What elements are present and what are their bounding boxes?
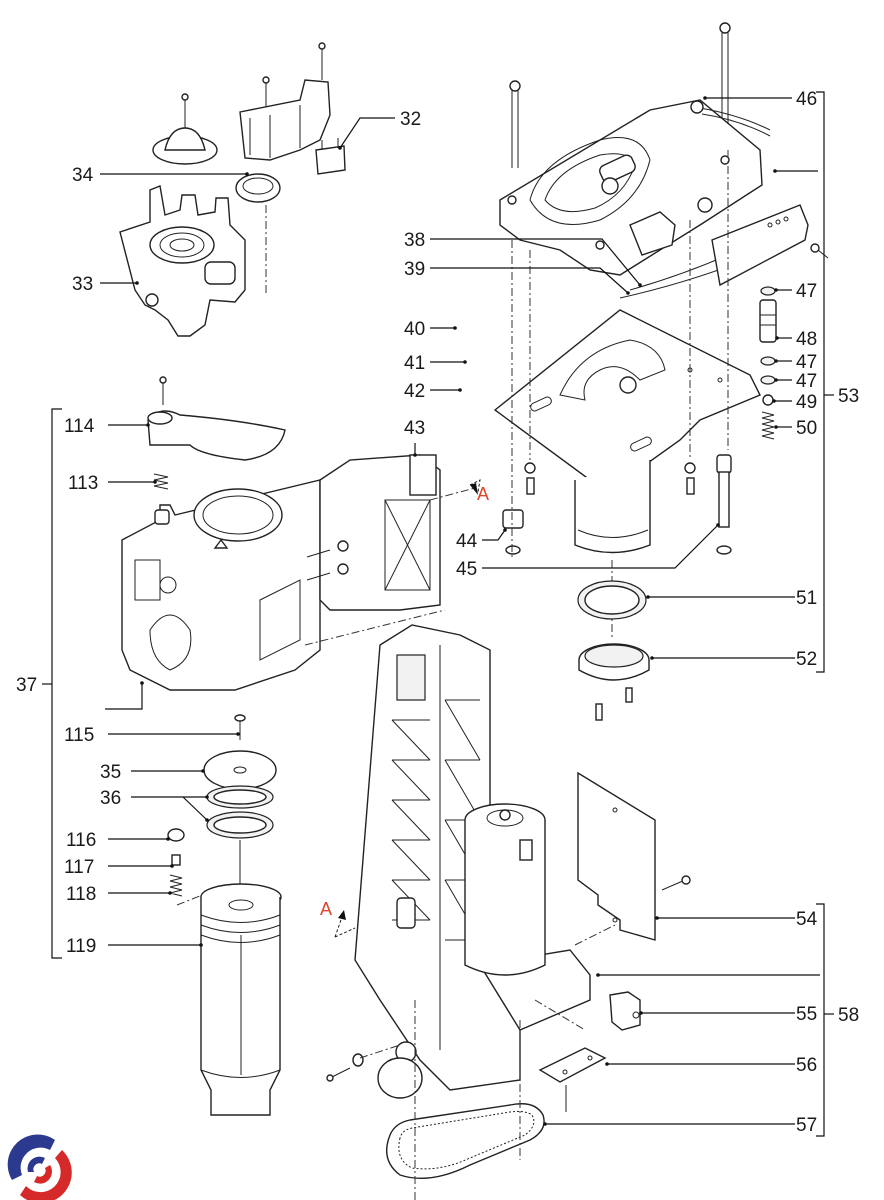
callout-57: 57 — [796, 1115, 817, 1136]
logo-blue-arc-inner — [27, 1156, 45, 1172]
roller-44-part — [502, 509, 524, 555]
leader-lines — [42, 91, 834, 1137]
callout-34: 34 — [72, 165, 94, 186]
callout-115: 115 — [64, 725, 94, 746]
callout-41: 41 — [404, 353, 425, 374]
part-group-top-left — [119, 42, 346, 337]
callout-114: 114 — [64, 416, 95, 437]
brew-chamber-33-part — [119, 185, 246, 337]
motor-part — [464, 803, 546, 976]
logo-red-arc-inner — [34, 1165, 52, 1184]
callout-49: 49 — [796, 392, 817, 413]
belt-57-part — [386, 1103, 545, 1180]
callout-55: 55 — [796, 1004, 817, 1025]
callout-45: 45 — [456, 559, 477, 580]
callout-119: 119 — [66, 936, 96, 957]
callout-53: 53 — [838, 386, 859, 407]
heater-block-part — [499, 99, 763, 276]
part-group-center — [326, 624, 691, 1200]
gaskets-36-part — [206, 785, 274, 839]
callout-32: 32 — [400, 109, 421, 130]
callout-labels: 32 33 34 35 36 37 38 39 40 41 42 43 44 4… — [16, 89, 859, 1136]
callout-47-a: 47 — [796, 281, 817, 302]
callout-36: 36 — [100, 788, 121, 809]
sieve-52-part — [578, 643, 650, 681]
callout-33: 33 — [72, 274, 93, 295]
piston-119-part — [200, 883, 282, 1116]
screw-washer-part — [326, 1053, 364, 1082]
brand-logo — [7, 1134, 72, 1200]
ring-51-part — [577, 580, 647, 620]
logo-blue-arc — [7, 1134, 55, 1180]
callout-46: 46 — [796, 89, 817, 110]
logo-red-arc — [20, 1150, 72, 1200]
pin-45-part — [716, 454, 732, 555]
callout-48: 48 — [796, 329, 817, 350]
callout-47-c: 47 — [796, 371, 817, 392]
gasket-34-part — [235, 173, 281, 203]
callout-54: 54 — [796, 909, 818, 930]
section-marker-bottom: A — [320, 899, 356, 938]
callout-50: 50 — [796, 418, 817, 439]
sieve-35-part — [203, 750, 277, 790]
callout-52: 52 — [796, 649, 817, 670]
pcb-54-part — [577, 771, 656, 941]
callout-51: 51 — [796, 588, 817, 609]
section-marker-top: A — [469, 479, 489, 504]
callout-43: 43 — [404, 418, 425, 439]
rear-frame-part — [319, 454, 441, 611]
callout-118: 118 — [66, 884, 96, 905]
callout-35: 35 — [100, 762, 121, 783]
outlet-housing-part — [239, 79, 331, 161]
screws-43-part — [306, 540, 349, 581]
callout-40: 40 — [404, 319, 425, 340]
section-marker-label-top: A — [477, 484, 489, 504]
callout-37: 37 — [16, 675, 37, 696]
callout-44: 44 — [456, 531, 478, 552]
switch-55-part — [609, 991, 641, 1031]
brew-cylinder-part — [574, 460, 651, 554]
part-group-left-bottom — [167, 714, 282, 1116]
part-group-left — [121, 376, 476, 691]
callout-38: 38 — [404, 230, 425, 251]
callout-113: 113 — [68, 473, 98, 494]
spring-113-part — [153, 473, 169, 490]
valve-stack-part — [759, 286, 777, 440]
callout-117: 117 — [64, 857, 94, 878]
main-frame-part — [354, 624, 591, 1091]
callout-47-b: 47 — [796, 352, 817, 373]
cone-cap-part — [152, 127, 218, 165]
callout-42: 42 — [404, 381, 425, 402]
section-marker-label-bottom: A — [320, 899, 332, 919]
plate-56-part — [538, 1047, 607, 1083]
housing-37-part — [121, 479, 321, 691]
connector-32-part — [315, 138, 346, 175]
pulley-part — [377, 1057, 423, 1099]
valve-116-118-part — [167, 828, 185, 897]
callout-56: 56 — [796, 1055, 817, 1076]
part-group-top-right — [493, 22, 829, 721]
callout-58: 58 — [838, 1005, 859, 1026]
callout-39: 39 — [404, 259, 425, 280]
callout-116: 116 — [66, 830, 96, 851]
lever-114-part — [147, 410, 286, 461]
